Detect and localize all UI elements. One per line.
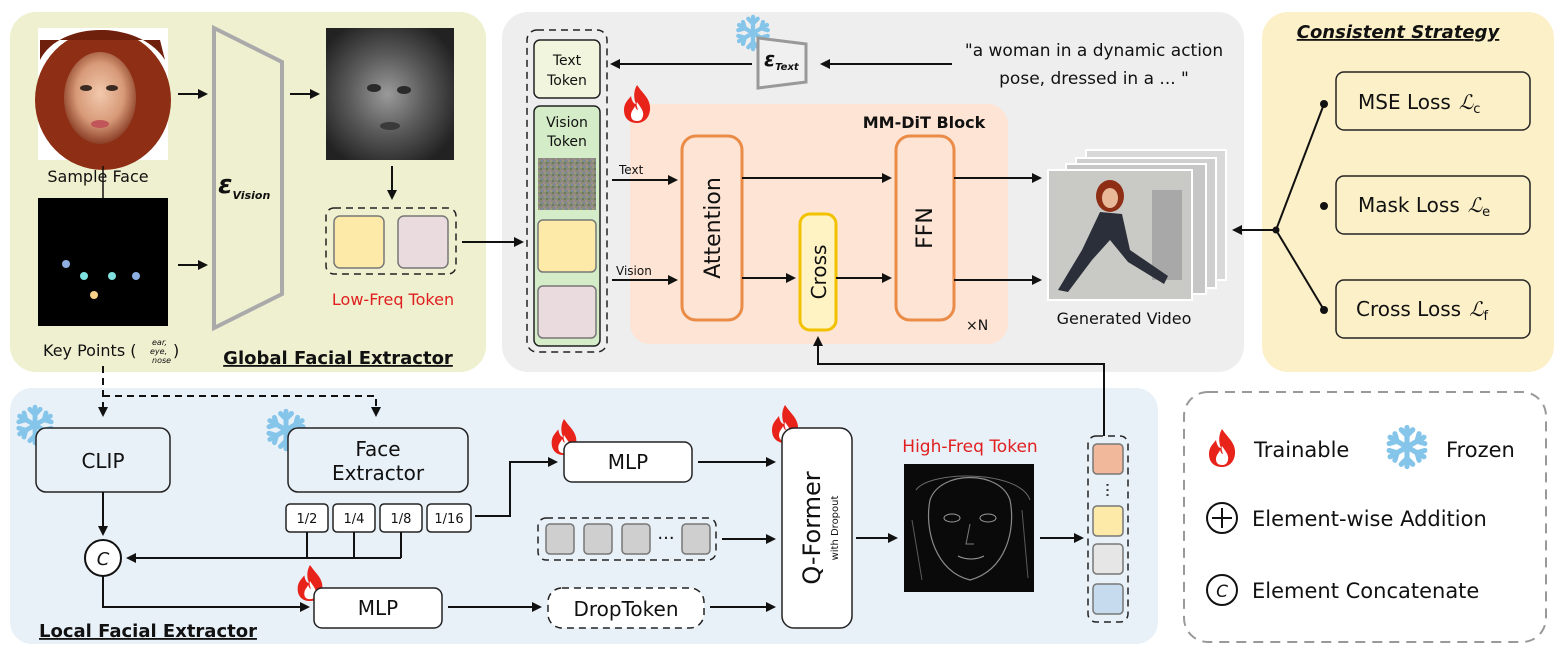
strategy-title: Consistent Strategy (1297, 22, 1501, 43)
droptoken-label: DropToken (573, 597, 678, 621)
text-token-label-1: Text (552, 53, 582, 69)
high-freq-face-image (904, 464, 1034, 592)
key-points-nose: nose (152, 356, 171, 365)
qformer-label: Q-Former (798, 471, 826, 584)
high-freq-token-blue (1092, 583, 1124, 615)
scale-label-1-8: 1/8 (391, 512, 412, 527)
cross-label: Cross (807, 245, 831, 300)
scale-label-1-4: 1/4 (344, 512, 365, 527)
face-extractor-label-1: Face (355, 437, 400, 461)
cross-loss-box (1335, 279, 1531, 339)
strategy-dot-2 (1320, 202, 1328, 210)
query-token-3 (621, 523, 651, 555)
noise-token (538, 158, 596, 210)
high-freq-token-gray (1092, 543, 1124, 575)
legend-frozen-label: Frozen (1446, 438, 1515, 462)
low-freq-token-group (325, 207, 457, 275)
legend-trainable-label: Trainable (1253, 438, 1349, 462)
key-points-label: Key Points ( (43, 341, 136, 360)
prompt-line-1: "a woman in a dynamic action (965, 41, 1223, 61)
token-stack-group (526, 29, 608, 353)
text-stream-label: Text (618, 163, 644, 177)
high-freq-token-yellow (1092, 505, 1124, 537)
text-token-box (533, 39, 601, 99)
arrow-keypoints-dashed-right (103, 395, 381, 417)
arrow-concat-to-mlp (102, 576, 310, 612)
repeat-label: ×N (966, 318, 988, 334)
mask-loss-box (1335, 175, 1531, 235)
vision-token-label-2: Token (546, 134, 587, 150)
scale-box-1-16 (426, 503, 472, 533)
query-token-2 (583, 523, 613, 555)
mlp-bottom-label: MLP (358, 596, 398, 620)
query-token-ellipsis: ··· (657, 528, 674, 549)
qformer-block (781, 427, 853, 629)
prompt-line-2: pose, dressed in a ... " (999, 69, 1189, 89)
legend-addition-label: Element-wise Addition (1252, 507, 1487, 531)
generated-video-label: Generated Video (1057, 309, 1192, 328)
attention-block (680, 134, 744, 322)
high-freq-token-label: High-Freq Token (902, 437, 1037, 457)
ffn-block (894, 134, 956, 322)
legend-concat-icon (1206, 574, 1238, 606)
query-token-4 (681, 523, 711, 555)
high-freq-token-ellipsis: ··· (1098, 482, 1117, 497)
qformer-sublabel: with Dropout (830, 496, 841, 561)
low-freq-token-yellow (333, 215, 385, 269)
vision-encoder-trapezoid (212, 24, 284, 332)
mlp-bottom-block (313, 587, 443, 629)
legend-concat-label: Element Concatenate (1252, 579, 1479, 603)
vision-token-label-1: Vision (546, 115, 588, 131)
face-extractor-label-2: Extractor (332, 461, 425, 485)
vision-token-pink (537, 285, 597, 339)
face-extractor-block (287, 427, 469, 493)
legend-addition-icon (1206, 502, 1238, 534)
mse-loss-box (1335, 71, 1531, 131)
high-freq-token-orange (1092, 443, 1124, 475)
key-points-close-paren: ) (173, 341, 179, 360)
sample-face-image (35, 28, 171, 170)
arrow-scales-to-mlp-top (475, 457, 558, 517)
mlp-top-block (563, 441, 693, 483)
global-extractor-title: Global Facial Extractor (223, 348, 453, 369)
low-freq-token-pink (397, 215, 449, 269)
key-points-image (38, 198, 168, 326)
ffn-label: FFN (913, 207, 938, 249)
text-encoder-label: εText (764, 47, 800, 73)
scale-label-1-2: 1/2 (297, 512, 318, 527)
generated-video-frames (1047, 149, 1227, 301)
key-points-ear: ear, (152, 338, 167, 347)
vision-encoder-label: εVision (218, 170, 270, 202)
mlp-top-label: MLP (608, 450, 648, 474)
vision-stream-label: Vision (616, 264, 652, 278)
legend-panel (1183, 391, 1547, 643)
vision-token-yellow (537, 219, 597, 273)
scale-label-1-16: 1/16 (434, 512, 463, 527)
mmdit-title: MM-DiT Block (863, 113, 986, 132)
strategy-dot-3 (1320, 306, 1328, 314)
key-points-eye: eye, (150, 347, 167, 356)
text-token-label-2: Token (546, 73, 587, 89)
low-freq-face-image (326, 28, 454, 160)
strategy-dot-1 (1320, 100, 1328, 108)
strategy-dot-mid (1272, 226, 1280, 234)
droptoken-block (547, 587, 705, 629)
clip-label: CLIP (81, 449, 124, 473)
text-encoder-trapezoid (756, 36, 808, 90)
sample-face-label: Sample Face (47, 167, 148, 186)
arrow-highfreq-to-cross (813, 336, 1105, 436)
low-freq-token-label: Low-Freq Token (332, 290, 454, 309)
attention-label: Attention (701, 177, 726, 279)
high-freq-token-group (1087, 435, 1129, 623)
legend-concat-symbol: C (1216, 582, 1228, 602)
query-token-1 (545, 523, 575, 555)
cross-block (798, 212, 838, 332)
query-token-group (537, 517, 717, 561)
concat-symbol: C (97, 549, 110, 570)
local-extractor-title: Local Facial Extractor (39, 621, 257, 642)
